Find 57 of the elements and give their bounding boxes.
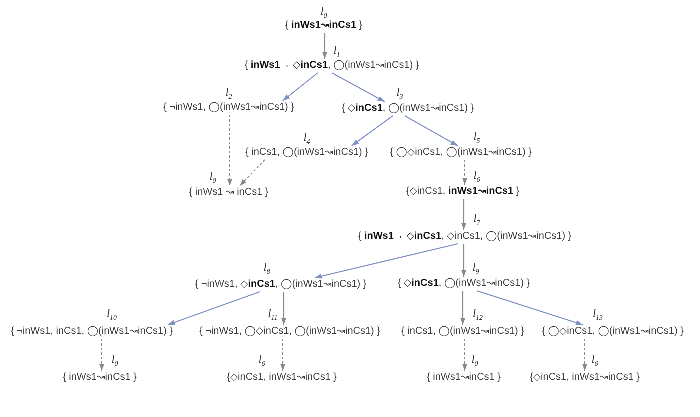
formula-set: { ◇inCs1, ◯(inWs1↝inCs1) } [342, 103, 474, 115]
node-label: l$_{6}$ [258, 355, 266, 366]
node-label: l$_{3}$ [396, 88, 404, 99]
formula-set: { inCs1, ◯(inWs1↝inCs1) } [246, 147, 368, 159]
formula-set: { inWs1↝inCs1 } [63, 372, 137, 384]
node-label: l$_{1}$ [334, 46, 340, 57]
node-label: l$_{0}$ [112, 355, 118, 366]
arrow [461, 199, 467, 230]
arrow [168, 291, 260, 326]
node-label: l$_{5}$ [474, 132, 480, 143]
node-label: l$_{13}$ [592, 309, 604, 320]
node-label: l$_{2}$ [226, 88, 232, 99]
node-label: l$_{4}$ [304, 133, 310, 144]
node-label: l$_{11}$ [268, 309, 278, 320]
node-label: l$_{0}$ [320, 7, 328, 18]
formula-set: { ¬inWs1, ◇inCs1, ◯(inWs1↝inCs1) } [195, 279, 367, 291]
formula-set: {◇inCs1, inWs1↝inCs1 } [530, 372, 640, 384]
arrow [314, 243, 458, 279]
formula-set: { inWs1→ ◇inCs1, ◯(inWs1↝inCs1) } [244, 60, 420, 72]
dashed-arrow [462, 338, 468, 372]
formula-set: { inWs1↝inCs1 } [427, 372, 501, 384]
arrow [282, 72, 318, 102]
formula-set: { ◇inCs1, ◯(inWs1↝inCs1) } [398, 278, 530, 290]
formula-set: { ¬inWs1, ◯(inWs1↝inCs1) } [164, 102, 294, 114]
node-label: l$_{0}$ [472, 355, 478, 366]
formula-set: { ¬inWs1, ◯◇inCs1, ◯(inWs1↝inCs1) } [200, 326, 380, 338]
node-label: l$_{6}$ [474, 171, 480, 182]
formula-set: { inWs1 ↝ inCs1 } [189, 187, 269, 199]
dashed-arrow [462, 160, 468, 186]
formula-set: {◇inCs1, inWs1↝inCs1 } [406, 186, 520, 198]
dashed-arrow [240, 160, 266, 186]
arrow [322, 33, 328, 59]
dashed-arrow [99, 338, 105, 372]
arrow [460, 291, 466, 325]
arrow [332, 72, 386, 102]
dashed-arrow [280, 338, 286, 372]
node-label: l$_{0}$ [210, 172, 216, 183]
node-label: l$_{8}$ [264, 263, 270, 274]
node-label: l$_{7}$ [474, 214, 480, 225]
node-label: l$_{9}$ [472, 263, 480, 274]
node-label: l$_{10}$ [106, 309, 118, 320]
node-label: l$_{12}$ [472, 309, 484, 320]
formula-set: { inWs1↝inCs1 } [285, 20, 363, 32]
arrow [281, 292, 287, 325]
arrow [404, 116, 458, 146]
formula-set: { ◯◇inCs1, ◯(inWs1↝inCs1) } [542, 326, 684, 338]
formula-set: { ◯◇inCs1, ◯(inWs1↝inCs1) } [390, 147, 532, 159]
arrow [352, 116, 394, 146]
arrow [461, 244, 467, 277]
arrow [476, 290, 584, 326]
node-label: l$_{6}$ [592, 355, 598, 366]
formula-set: { ¬inWs1, inCs1, ◯(inWs1↝inCs1) } [10, 326, 174, 338]
dashed-arrow [582, 338, 588, 372]
dashed-arrow [227, 114, 233, 186]
formula-set: {◇inCs1, inWs1↝inCs1 } [227, 372, 337, 384]
formula-set: { inCs1, ◯(inWs1↝inCs1) } [402, 326, 524, 338]
formula-set: { inWs1→ ◇inCs1, ◇inCs1, ◯(inWs1↝inCs1) } [358, 231, 572, 243]
